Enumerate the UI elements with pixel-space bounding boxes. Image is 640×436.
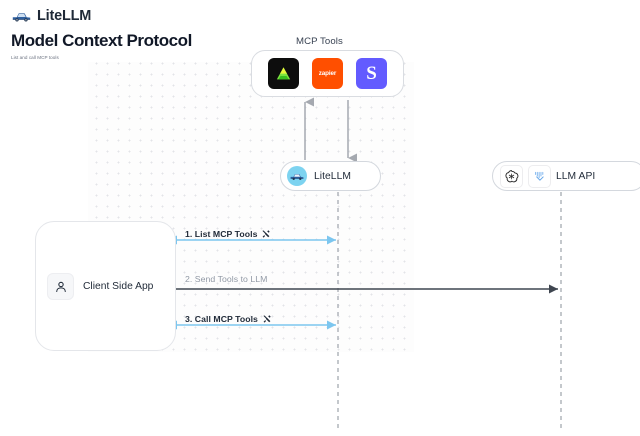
bright-data-icon[interactable]: [268, 58, 299, 89]
zapier-icon[interactable]: zapier: [312, 58, 343, 89]
slack-icon[interactable]: S: [356, 58, 387, 89]
client-side-app-content: Client Side App: [47, 273, 153, 300]
mcp-tools-box[interactable]: zapier S: [251, 50, 404, 97]
openai-icon: [500, 164, 523, 188]
client-side-app-box[interactable]: Client Side App: [35, 221, 176, 351]
litellm-truck-logo-icon: [12, 9, 31, 23]
litellm-badge-icon: [287, 166, 307, 186]
tools-icon: [261, 229, 271, 239]
brand[interactable]: LiteLLM: [12, 8, 91, 24]
brand-name: LiteLLM: [37, 7, 92, 24]
user-icon: [47, 273, 74, 300]
edge-label-1: 1. List MCP Tools: [185, 229, 271, 239]
edge-label-1-text: 1. List MCP Tools: [185, 229, 258, 239]
canvas-mask-right: [414, 62, 640, 436]
node-litellm[interactable]: LiteLLM: [280, 161, 381, 191]
zapier-wordmark: zapier: [318, 70, 337, 77]
mcp-tools-label: MCP Tools: [296, 36, 343, 47]
page-title: Model Context Protocol: [11, 31, 192, 50]
edge-label-2: 2. Send Tools to LLM: [185, 274, 267, 284]
edge-label-3: 3. Call MCP Tools: [185, 314, 272, 324]
page-header: Model Context Protocol List and call MCP…: [11, 31, 192, 61]
node-litellm-label: LiteLLM: [314, 170, 351, 182]
client-side-app-label: Client Side App: [83, 281, 154, 292]
canvas-mask-bottom: [0, 352, 414, 436]
edge-label-2-text: 2. Send Tools to LLM: [185, 274, 268, 284]
top-bar: LiteLLM: [0, 0, 640, 31]
tools-icon: [262, 314, 272, 324]
anthropic-icon: [528, 164, 551, 188]
slack-glyph: S: [366, 63, 377, 84]
node-llm-api[interactable]: LLM API: [492, 161, 640, 191]
edge-label-3-text: 3. Call MCP Tools: [185, 314, 258, 324]
node-llm-api-label: LLM API: [556, 170, 596, 182]
page-subtitle: List and call MCP tools: [11, 55, 59, 60]
